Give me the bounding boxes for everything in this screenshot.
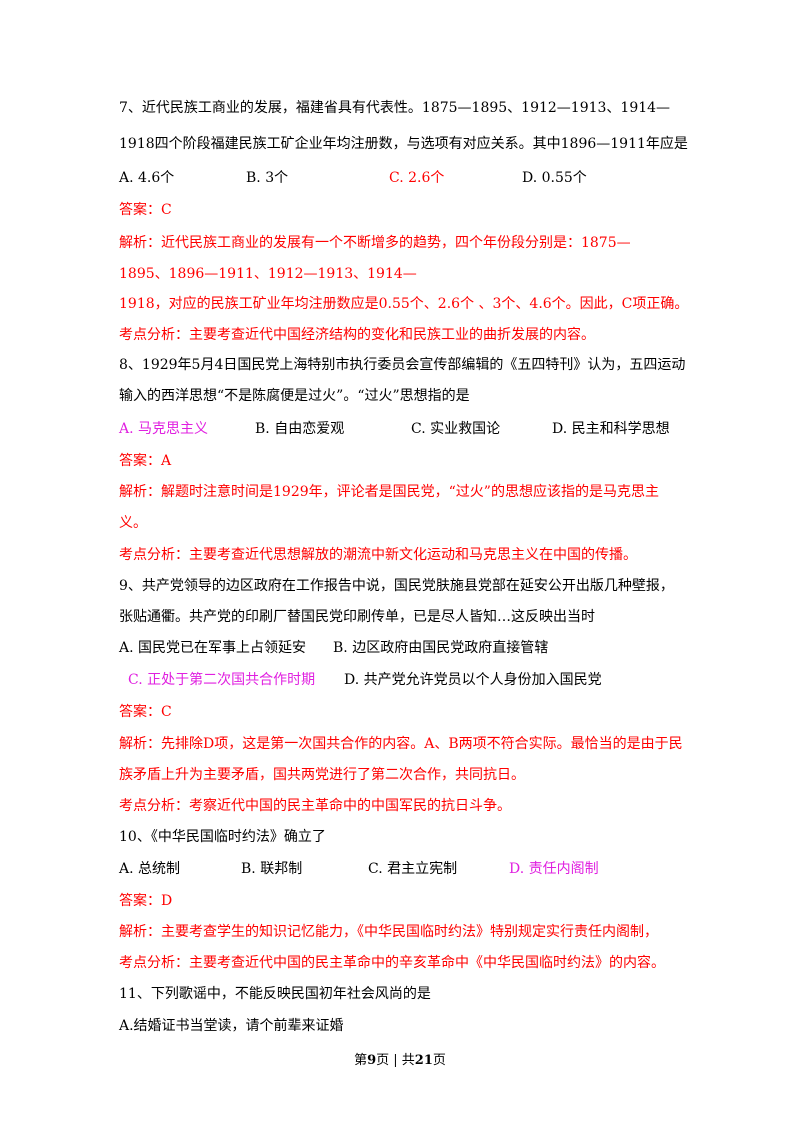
- q10-stem: 10、《中华民国临时约法》确立了: [119, 829, 326, 845]
- q9-point-analysis: 考点分析：考察近代中国的民主革命中的中国军民的抗日斗争。: [119, 798, 511, 814]
- q7-analysis-line-3: 1918，对应的民族工矿业年均注册数应是0.55个、2.6个 、3个、4.6个。…: [119, 296, 689, 312]
- q7-option-a: A. 4.6个: [119, 170, 175, 186]
- footer-suffix: 页: [432, 1053, 446, 1068]
- q10-analysis-line-1: 解析：主要考查学生的知识记忆能力，《中华民国临时约法》特别规定实行责任内阁制，: [119, 924, 658, 940]
- q9-option-c: C. 正处于第二次国共合作时期: [128, 672, 316, 688]
- q8-stem-line-1: 8、1929年5月4日国民党上海特别市执行委员会宣传部编辑的《五四特刊》认为，五…: [119, 357, 686, 373]
- q10-option-b: B. 联邦制: [241, 861, 303, 877]
- q9-analysis-line-2: 族矛盾上升为主要矛盾，国共两党进行了第二次合作，共同抗日。: [119, 767, 525, 783]
- footer-prefix: 第: [354, 1053, 368, 1068]
- q9-option-d: D. 共产党允许党员以个人身份加入国民党: [344, 672, 602, 688]
- q9-analysis-line-1: 解析：先排除D项，这是第一次国共合作的内容。A、B两项不符合实际。最恰当的是由于…: [119, 736, 683, 752]
- q9-stem-line-1: 9、共产党领导的边区政府在工作报告中说，国民党肤施县党部在延安公开出版几种壁报，: [119, 578, 674, 594]
- q9-option-b: B. 边区政府由国民党政府直接管辖: [333, 640, 549, 656]
- page-footer: 第9页 | 共21页: [0, 1052, 800, 1070]
- q7-option-b: B. 3个: [246, 170, 289, 186]
- q8-answer: 答案：A: [119, 453, 172, 469]
- q8-option-c: C. 实业救国论: [411, 421, 501, 437]
- q8-analysis-line-1: 解析：解题时注意时间是1929年，评论者是国民党，“过火”的思想应该指的是马克思…: [119, 484, 659, 500]
- q7-stem-line-1: 7、近代民族工商业的发展，福建省具有代表性。1875—1895、1912—191…: [119, 100, 671, 116]
- q9-answer: 答案：C: [119, 704, 172, 720]
- q7-point-analysis: 考点分析：主要考查近代中国经济结构的变化和民族工业的曲折发展的内容。: [119, 327, 595, 343]
- q7-option-c: C. 2.6个: [389, 170, 445, 186]
- footer-total-pages: 21: [414, 1053, 433, 1068]
- q8-option-b: B. 自由恋爱观: [255, 421, 345, 437]
- q10-option-c: C. 君主立宪制: [368, 861, 458, 877]
- footer-page-number: 9: [367, 1053, 377, 1068]
- q10-point-analysis: 考点分析：主要考查近代中国的民主革命中的辛亥革命中《中华民国临时约法》的内容。: [119, 955, 665, 971]
- q11-option-a: A.结婚证书当堂读，请个前辈来证婚: [119, 1018, 344, 1034]
- footer-mid: 页 | 共: [376, 1053, 415, 1068]
- q10-option-d: D. 责任内阁制: [509, 861, 599, 877]
- q11-stem: 11、下列歌谣中，不能反映民国初年社会风尚的是: [119, 986, 431, 1002]
- q7-analysis-line-1: 解析：近代民族工商业的发展有一个不断增多的趋势，四个年份段分别是：1875—: [119, 235, 631, 251]
- q8-analysis-line-2: 义。: [119, 515, 147, 531]
- q7-option-d: D. 0.55个: [522, 170, 587, 186]
- q7-stem-line-2: 1918四个阶段福建民族工矿企业年均注册数，与选项有对应关系。其中1896—19…: [119, 136, 688, 152]
- q7-answer: 答案：C: [119, 202, 172, 218]
- q8-option-a: A. 马克思主义: [119, 421, 209, 437]
- q8-stem-line-2: 输入的西洋思想“不是陈腐便是过火”。“过火”思想指的是: [119, 388, 470, 404]
- q9-stem-line-2: 张贴通衢。共产党的印刷厂替国民党印刷传单，已是尽人皆知…这反映出当时: [119, 609, 595, 625]
- q10-option-a: A. 总统制: [119, 861, 181, 877]
- q10-answer: 答案：D: [119, 893, 173, 909]
- q8-point-analysis: 考点分析：主要考查近代思想解放的潮流中新文化运动和马克思主义在中国的传播。: [119, 547, 637, 563]
- q7-analysis-line-2: 1895、1896—1911、1912—1913、1914—: [119, 266, 417, 282]
- q8-option-d: D. 民主和科学思想: [552, 421, 670, 437]
- q9-option-a: A. 国民党已在军事上占领延安: [119, 640, 307, 656]
